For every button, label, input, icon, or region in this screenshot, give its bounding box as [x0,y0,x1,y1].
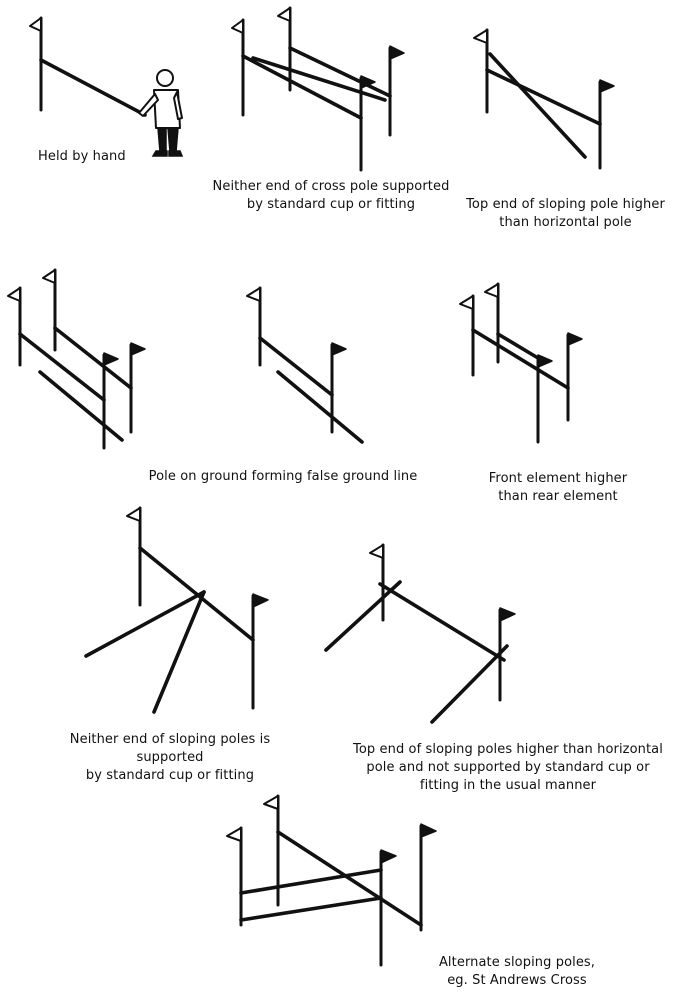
white-flag-icon [231,19,244,34]
horizontal-pole [138,546,255,642]
pole-held-by-hand [39,58,147,117]
caption-alternate-sloping-poles: Alternate sloping poles, eg. St Andrews … [438,955,596,988]
white-flag-icon [459,295,474,310]
black-flag-icon [567,332,583,346]
black-flag-icon [331,342,347,356]
white-flag-icon [484,283,499,298]
rear-pole [53,326,133,390]
black-flag-icon [389,45,405,60]
ground-pole [276,370,364,444]
sloping-pole-left [84,590,206,658]
white-flag-icon [263,795,279,810]
black-flag-icon [103,352,119,366]
caption-held-by-hand: Held by hand [38,149,126,164]
figure-sloping-pole-higher [473,28,615,170]
ground-pole [38,370,124,442]
black-flag-icon [537,354,553,368]
caption-neither-end-sloping-poles: Neither end of sloping poles is supporte… [69,732,271,783]
white-flag-icon [126,507,141,522]
rear-element-pole [496,332,540,360]
white-flag-icon [246,287,261,302]
black-flag-icon [599,79,615,93]
person-icon [138,69,184,157]
front-pole [18,332,106,402]
cross-pole-upper [239,868,383,895]
black-flag-icon [420,823,437,838]
sloping-pole [488,52,587,159]
upright-pole [258,336,334,397]
figure-oxer-ground-pole [7,268,146,450]
sloping-pole-right [152,590,206,714]
white-flag-icon [473,29,488,44]
sloping-pole-left [324,580,402,652]
unsupported-cross-pole [251,56,387,102]
caption-pole-on-ground: Pole on ground forming false ground line [148,469,418,484]
sloping-pole-rear [276,830,423,927]
figure-sloping-poles-higher [324,543,516,724]
caption-top-end-sloping-pole: Top end of sloping pole higher than hori… [466,197,665,230]
black-flag-icon [252,593,269,608]
cross-pole-lower [239,896,383,922]
caption-front-element-higher: Front element higher than rear element [488,471,628,504]
sloping-pole-right [430,644,509,724]
black-flag-icon [499,607,516,622]
front-horizontal-pole [241,54,363,120]
black-flag-icon [130,342,146,356]
figure-cross-pole-unsupported [231,6,405,172]
figure-front-element-higher [459,282,583,444]
white-flag-icon [369,544,384,559]
white-flag-icon [42,269,56,284]
figure-upright-ground-pole [246,286,364,444]
horizontal-pole [485,68,602,126]
rear-horizontal-pole [288,46,392,98]
front-element-pole [471,328,570,390]
figure-sloping-poles-unsupported [84,506,269,714]
white-flag-icon [7,287,21,302]
figure-st-andrews-cross [226,794,437,967]
horizontal-pole [378,582,506,662]
black-flag-icon [380,849,397,864]
caption-neither-end-cross-pole: Neither end of cross pole supported by s… [212,179,450,212]
caption-top-end-sloping-poles: Top end of sloping poles higher than hor… [353,742,663,793]
white-flag-icon [226,827,242,842]
white-flag-icon [277,7,291,22]
white-flag-icon [29,17,42,32]
figure-held-by-hand [29,16,184,157]
